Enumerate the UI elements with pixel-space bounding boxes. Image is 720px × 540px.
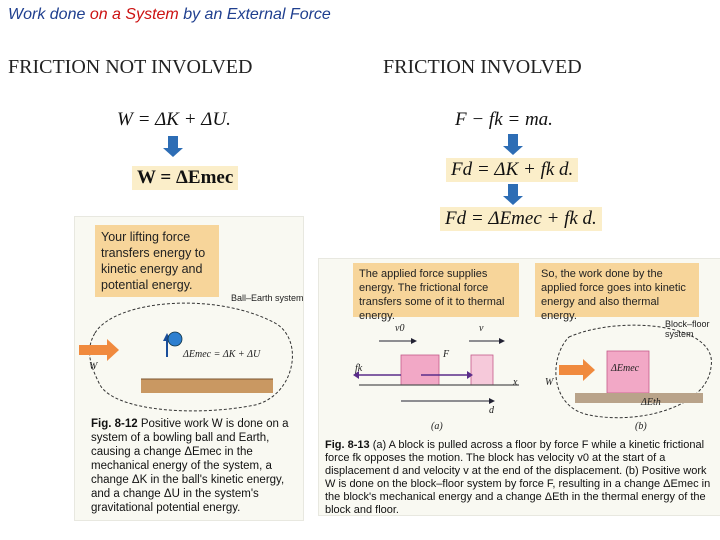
- down-arrow-icon: [503, 184, 523, 205]
- v-label: v: [479, 323, 484, 334]
- friction-arrow-head: [353, 371, 359, 379]
- work-arrow-body: [79, 345, 107, 355]
- fig-8-12-number: Fig. 8-12: [91, 418, 138, 430]
- fig-8-12-caption: Fig. 8-12 Positive work W is done on a s…: [91, 417, 299, 515]
- ball-earth-system-label: Ball–Earth system: [231, 293, 304, 303]
- block-floor-diagram: [353, 324, 712, 419]
- force-label: F: [443, 349, 450, 360]
- down-arrow-icon: [503, 134, 523, 155]
- mech-energy-label-right: ΔEmec: [611, 363, 640, 374]
- work-arrow-head: [107, 339, 119, 361]
- eq-work-energy-left: W = ΔK + ΔU.: [117, 109, 231, 130]
- thermal-energy-label: ΔEth: [641, 397, 661, 408]
- down-arrow-icon: [163, 136, 183, 157]
- part-b-label: (b): [635, 421, 647, 432]
- floor-system: [575, 393, 703, 403]
- work-arrow-body-right: [559, 365, 583, 375]
- displacement-arrow-head: [489, 398, 495, 404]
- title-part1: Work done: [8, 6, 90, 23]
- fig-8-13-number: Fig. 8-13: [325, 439, 370, 451]
- work-label-right: W: [545, 377, 554, 388]
- force-arrow-head: [467, 371, 473, 379]
- eq-work-kinetic-friction: Fd = ΔK + fk d.: [446, 158, 579, 182]
- eq-work-mech-friction: Fd = ΔEmec + fk d.: [440, 207, 602, 231]
- block-floor-system-label: Block–floor system: [665, 319, 710, 339]
- eq-work-mech-left: W = ΔEmec: [132, 166, 239, 190]
- work-thermal-note: So, the work done by the applied force g…: [535, 263, 699, 322]
- v-arrow-head: [499, 338, 505, 344]
- part-a-label: (a): [431, 421, 443, 432]
- ball-earth-diagram: [79, 302, 293, 412]
- displacement-label: d: [489, 405, 494, 416]
- applied-force-note: The applied force supplies energy. The f…: [353, 263, 519, 322]
- eq-newton-friction: F − fk = ma.: [455, 109, 553, 130]
- earth-ground: [141, 379, 273, 393]
- fig-8-13-text: (a) A block is pulled across a floor by …: [325, 439, 711, 516]
- fig-8-13-caption: Fig. 8-13 (a) A block is pulled across a…: [325, 439, 717, 517]
- bowling-ball: [167, 331, 183, 347]
- lifting-force-note: Your lifting force transfers energy to k…: [95, 225, 219, 297]
- title-part2: on a System: [89, 6, 179, 23]
- system-boundary: [89, 302, 293, 412]
- v0-arrow-head: [411, 338, 417, 344]
- block-start: [400, 354, 440, 386]
- heading-friction-not-involved: FRICTION NOT INVOLVED: [8, 56, 253, 78]
- slide-title: Work done on a System by an External For…: [8, 6, 331, 24]
- heading-friction-involved: FRICTION INVOLVED: [383, 56, 582, 78]
- friction-label: fk: [355, 363, 363, 374]
- figure-8-13-panel: The applied force supplies energy. The f…: [318, 258, 720, 516]
- fig-8-12-text: Positive work W is done on a system of a…: [91, 418, 289, 514]
- mech-energy-label: ΔEmec = ΔK + ΔU: [183, 349, 261, 360]
- v0-label: v0: [395, 323, 405, 334]
- x-axis-label: x: [513, 377, 518, 388]
- figure-8-12-panel: Your lifting force transfers energy to k…: [74, 216, 304, 521]
- work-arrow-head-right: [583, 359, 595, 381]
- work-label: W: [89, 361, 98, 372]
- block-end: [470, 354, 494, 386]
- title-part3: by an External Force: [178, 6, 331, 23]
